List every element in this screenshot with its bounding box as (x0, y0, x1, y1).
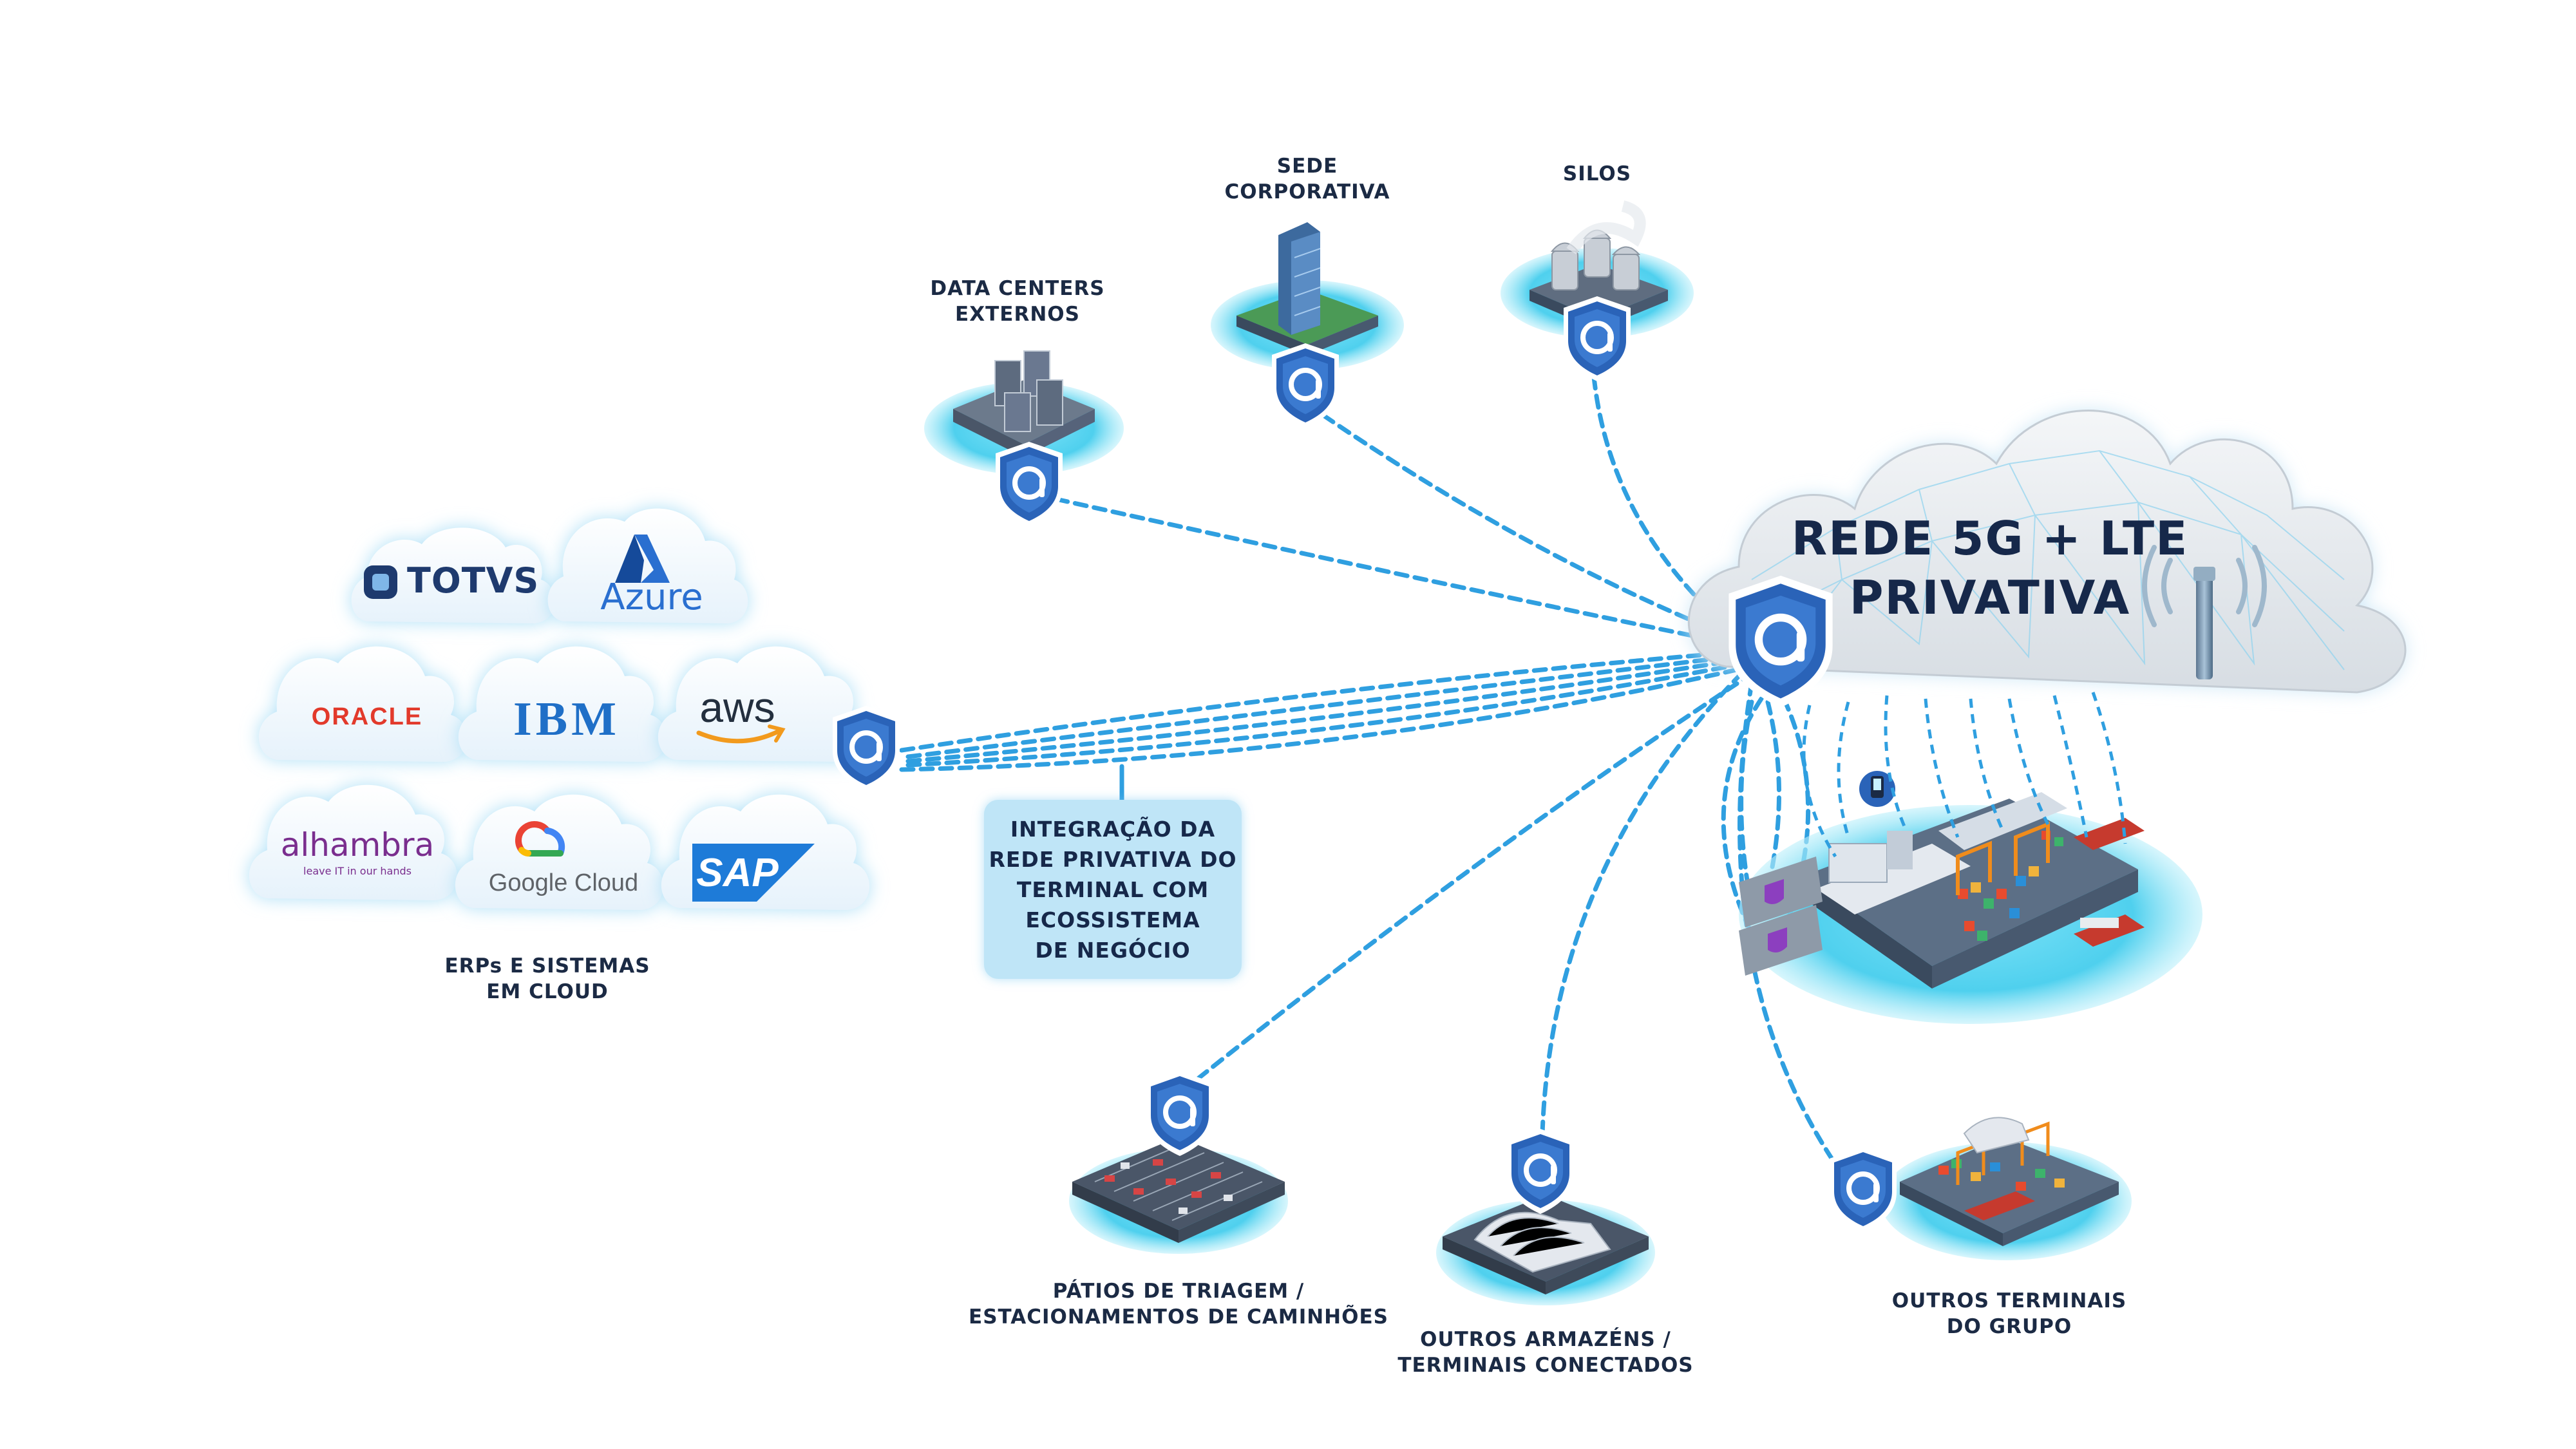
link-erps-4 (905, 658, 1764, 768)
logo-google-cloud: Google Cloud (488, 869, 639, 896)
link-erps-2 (905, 651, 1761, 759)
cloud-totvs (351, 527, 555, 623)
logo-oracle: ORACLE (311, 703, 423, 730)
cloud-alhambra (249, 784, 458, 900)
label-silos: SILOS (1562, 162, 1632, 185)
private-network-title: REDE 5G + LTE PRIVATIVA (1791, 511, 2189, 625)
shield-data-centers-icon (996, 442, 1063, 527)
node-terminais (1880, 1117, 2132, 1260)
connection-lines (899, 374, 1835, 1162)
cloud-azure (547, 508, 748, 623)
logo-alhambra: alhambra (280, 826, 435, 864)
shield-sede-icon (1272, 343, 1339, 428)
cloud-oracle (258, 646, 468, 762)
azure-mark-icon (615, 535, 670, 583)
logo-totvs: TOTVS (407, 560, 540, 601)
node-patios (1069, 1137, 1288, 1254)
aws-smile-icon (696, 724, 786, 744)
link-erps-3 (905, 654, 1761, 764)
label-patios: PÁTIOS DE TRIAGEM /ESTACIONAMENTOS DE CA… (969, 1280, 1388, 1329)
link-local-1 (1739, 699, 1754, 891)
node-data-centers (924, 350, 1124, 475)
main-port (1739, 692, 2202, 1024)
private-network-cloud (1687, 410, 2407, 694)
antenna-tower-icon (2142, 545, 2267, 679)
cloud-aws (658, 646, 867, 762)
logo-azure: Azure (600, 576, 703, 618)
link-armazens (1540, 674, 1741, 1136)
google-cloud-mark-icon (515, 821, 565, 857)
link-data-centers (1054, 497, 1767, 653)
shield-patios-icon (1146, 1071, 1213, 1156)
logo-aws: aws (699, 683, 775, 731)
node-silos (1501, 200, 1694, 338)
totvs-mark-icon (364, 565, 397, 599)
local-sensor-icon (1859, 771, 1895, 807)
logo-alhambra-tagline: leave IT in our hands (303, 865, 412, 877)
logo-ibm: IBM (513, 693, 620, 746)
logo-sap: SAP (696, 851, 779, 895)
sap-mark-icon (692, 844, 815, 902)
link-erps-1 (899, 648, 1761, 753)
shield-erps-icon (833, 706, 900, 791)
cloud-ibm (458, 646, 667, 762)
link-patios (1195, 667, 1761, 1081)
integration-box: INTEGRAÇÃO DA REDE PRIVATIVA DO TERMINAL… (984, 800, 1242, 979)
local-links (1802, 692, 2127, 858)
shield-silos-icon (1564, 296, 1631, 381)
local-gateways (1739, 857, 1823, 976)
label-armazens: OUTROS ARMAZÉNS /TERMINAIS CONECTADOS (1397, 1328, 1694, 1377)
node-armazens (1436, 1195, 1655, 1305)
node-sede (1211, 222, 1404, 370)
link-erps-5 (899, 661, 1767, 772)
